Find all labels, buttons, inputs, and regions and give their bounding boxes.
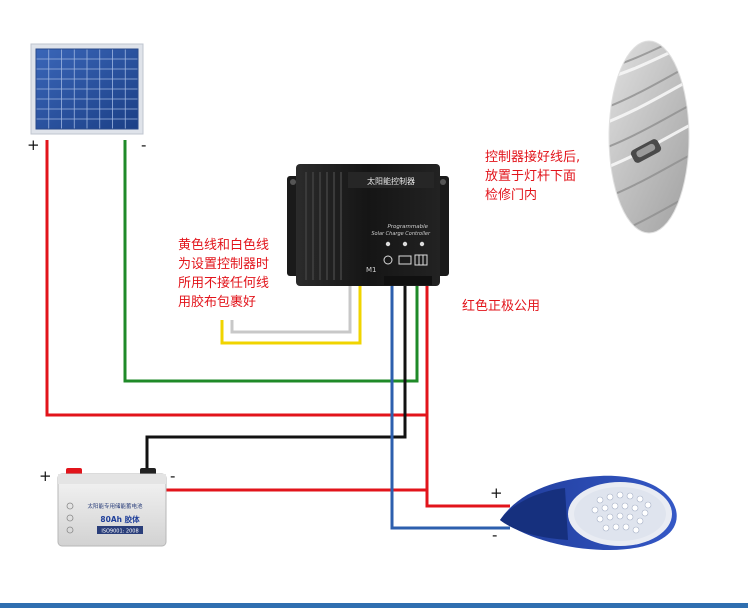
panel-negative-sign: - bbox=[141, 136, 147, 154]
controller-brand-label: 太阳能控制器 bbox=[367, 176, 415, 186]
note-yellow-white-wires: 黄色线和白色线 为设置控制器时 所用不接任何线 用胶布包裹好 bbox=[178, 236, 269, 312]
solar-panel bbox=[30, 43, 144, 135]
controller-line2: Solar Charge Controller bbox=[371, 231, 431, 237]
note-line: 放置于灯杆下面 bbox=[485, 169, 577, 184]
black-wire-battery bbox=[145, 285, 407, 468]
note-line: 控制器接好线后, bbox=[485, 150, 581, 165]
note-red-common-positive: 红色正极公用 bbox=[462, 299, 541, 314]
note-line: 所用不接任何线 bbox=[178, 276, 270, 291]
charge-controller: 太阳能控制器 Programmable Solar Charge Control… bbox=[287, 164, 449, 286]
note-line: 用胶布包裹好 bbox=[178, 295, 257, 310]
pole-door-photo bbox=[608, 40, 690, 234]
battery-positive-sign: + bbox=[39, 467, 52, 485]
note-line: 为设置控制器时 bbox=[178, 257, 270, 272]
battery-negative-sign: - bbox=[170, 467, 176, 485]
battery-cert-label: ISO9001: 2008 bbox=[101, 529, 138, 535]
battery-symbols bbox=[66, 502, 74, 534]
lamp-positive-sign: + bbox=[490, 484, 503, 502]
note-line: 黄色线和白色线 bbox=[178, 238, 270, 253]
note-line: 检修门内 bbox=[485, 188, 538, 203]
battery-brand-label: 太阳能专用储能蓄电池 bbox=[87, 502, 143, 510]
led-street-lamp bbox=[500, 475, 677, 550]
controller-status-leds bbox=[385, 241, 425, 247]
lamp-negative-sign: - bbox=[492, 526, 498, 544]
yellow-wire bbox=[220, 285, 362, 345]
lamp-led-array bbox=[591, 491, 652, 534]
battery: 太阳能专用储能蓄电池 80Ah 胶体 ISO9001: 2008 bbox=[57, 468, 167, 547]
red-wire-lamp bbox=[425, 415, 510, 508]
controller-symbols bbox=[383, 254, 428, 266]
green-wire-panel bbox=[123, 140, 419, 383]
white-wire bbox=[230, 285, 352, 334]
note-install-location: 控制器接好线后, 放置于灯杆下面 检修门内 bbox=[485, 148, 580, 205]
controller-line1: Programmable bbox=[387, 224, 428, 230]
controller-heatsink-fins bbox=[305, 172, 342, 280]
panel-cell-grid bbox=[36, 49, 138, 129]
red-wire-panel bbox=[45, 140, 429, 417]
battery-capacity-label: 80Ah 胶体 bbox=[100, 514, 140, 524]
panel-positive-sign: + bbox=[27, 136, 40, 154]
controller-model: M1 bbox=[366, 266, 377, 274]
bottom-divider bbox=[0, 603, 748, 608]
blue-wire-lamp bbox=[390, 285, 510, 530]
